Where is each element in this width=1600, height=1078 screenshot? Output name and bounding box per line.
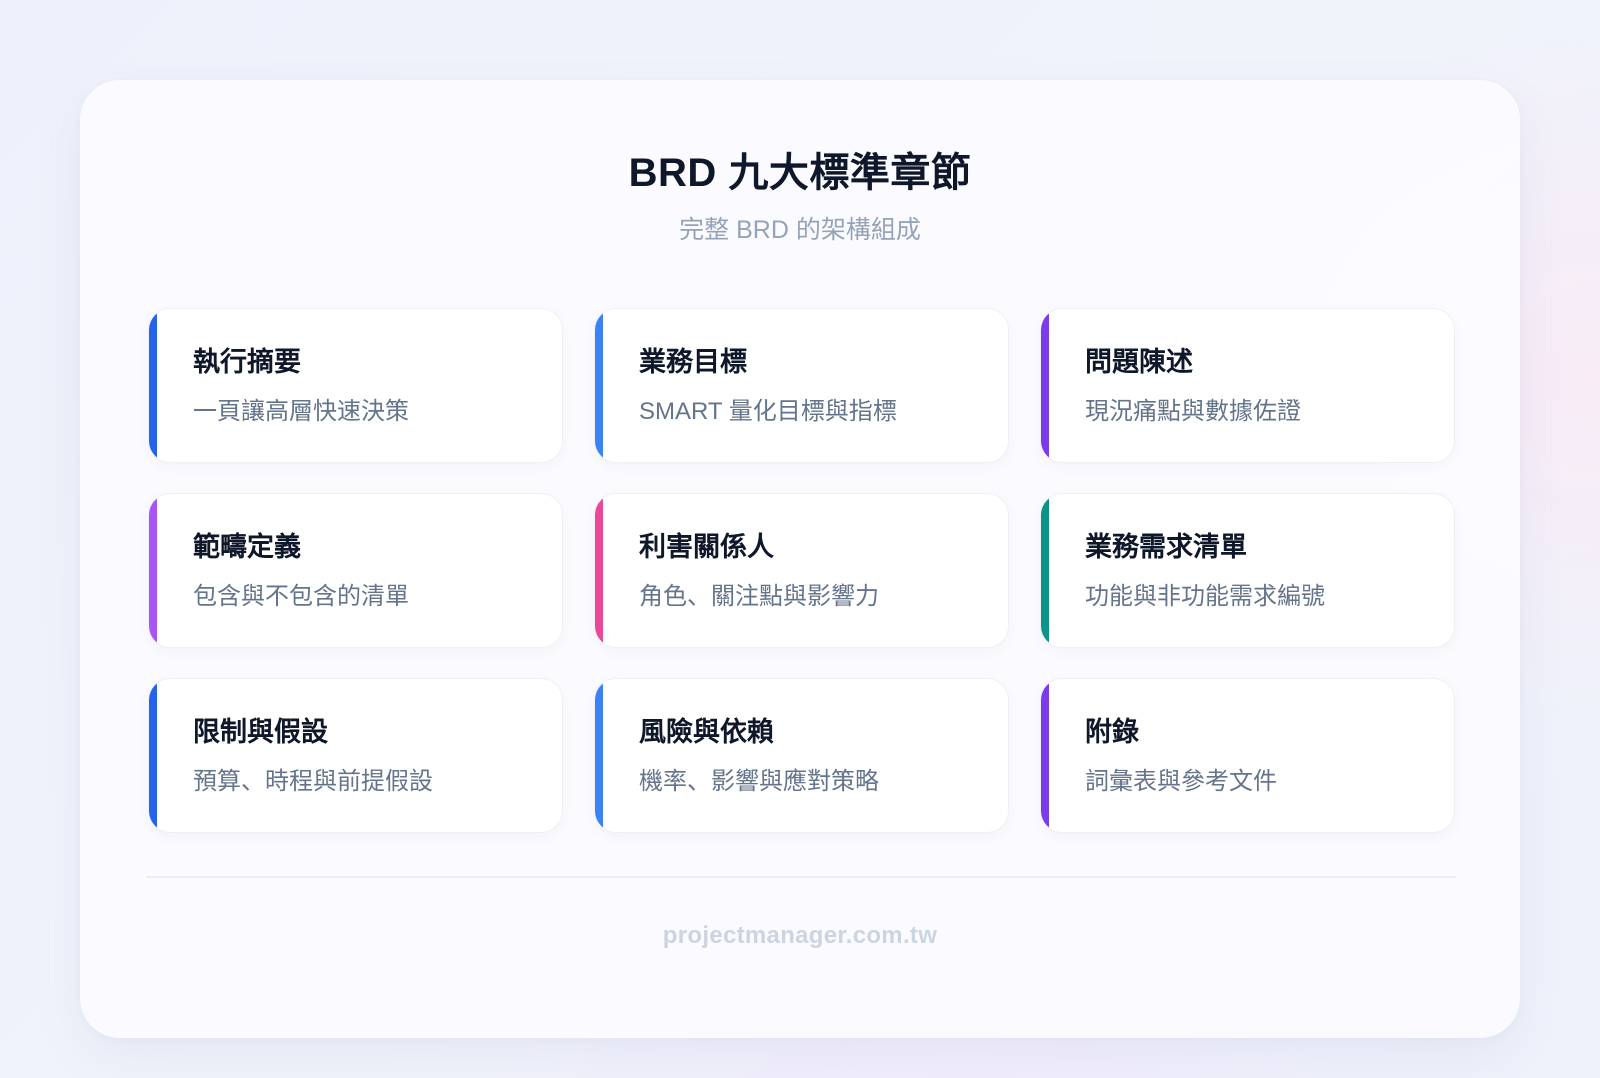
- section-card-business-objectives: 業務目標 SMART 量化目標與指標: [594, 308, 1009, 463]
- card-accent-bar: [149, 309, 157, 462]
- main-panel: BRD 九大標準章節 完整 BRD 的架構組成 執行摘要 一頁讓高層快速決策 業…: [80, 80, 1520, 1038]
- section-card-business-requirements: 業務需求清單 功能與非功能需求編號: [1040, 493, 1455, 648]
- card-accent-bar: [595, 309, 603, 462]
- card-description: 一頁讓高層快速決策: [193, 398, 409, 425]
- section-card-executive-summary: 執行摘要 一頁讓高層快速決策: [148, 308, 563, 463]
- card-accent-bar: [1041, 309, 1049, 462]
- sections-grid: 執行摘要 一頁讓高層快速決策 業務目標 SMART 量化目標與指標 問題陳述 現…: [148, 308, 1458, 833]
- section-card-constraints-assumptions: 限制與假設 預算、時程與前提假設: [148, 678, 563, 833]
- card-title: 執行摘要: [193, 347, 301, 377]
- card-accent-bar: [1041, 679, 1049, 832]
- card-accent-bar: [149, 679, 157, 832]
- card-description: SMART 量化目標與指標: [639, 398, 897, 425]
- card-description: 功能與非功能需求編號: [1085, 583, 1325, 610]
- card-title: 業務需求清單: [1085, 532, 1247, 562]
- header: BRD 九大標準章節 完整 BRD 的架構組成: [80, 148, 1520, 246]
- card-description: 詞彙表與參考文件: [1085, 768, 1277, 795]
- footer-divider: [146, 876, 1456, 878]
- page-subtitle: 完整 BRD 的架構組成: [679, 216, 921, 244]
- card-description: 角色、關注點與影響力: [639, 583, 879, 610]
- card-title: 問題陳述: [1085, 347, 1193, 377]
- card-title: 業務目標: [639, 347, 747, 377]
- section-card-risks-dependencies: 風險與依賴 機率、影響與應對策略: [594, 678, 1009, 833]
- card-title: 限制與假設: [193, 717, 328, 747]
- card-title: 範疇定義: [193, 532, 301, 562]
- card-accent-bar: [149, 494, 157, 647]
- section-card-appendix: 附錄 詞彙表與參考文件: [1040, 678, 1455, 833]
- card-accent-bar: [595, 494, 603, 647]
- section-card-stakeholders: 利害關係人 角色、關注點與影響力: [594, 493, 1009, 648]
- card-description: 預算、時程與前提假設: [193, 768, 433, 795]
- page-title: BRD 九大標準章節: [628, 151, 972, 195]
- card-accent-bar: [1041, 494, 1049, 647]
- card-description: 現況痛點與數據佐證: [1085, 398, 1301, 425]
- card-title: 風險與依賴: [639, 717, 774, 747]
- footer-website: projectmanager.com.tw: [662, 922, 938, 949]
- card-title: 利害關係人: [639, 532, 774, 562]
- card-description: 包含與不包含的清單: [193, 583, 409, 610]
- card-title: 附錄: [1085, 717, 1139, 747]
- card-accent-bar: [595, 679, 603, 832]
- card-description: 機率、影響與應對策略: [639, 768, 879, 795]
- section-card-problem-statement: 問題陳述 現況痛點與數據佐證: [1040, 308, 1455, 463]
- section-card-scope-definition: 範疇定義 包含與不包含的清單: [148, 493, 563, 648]
